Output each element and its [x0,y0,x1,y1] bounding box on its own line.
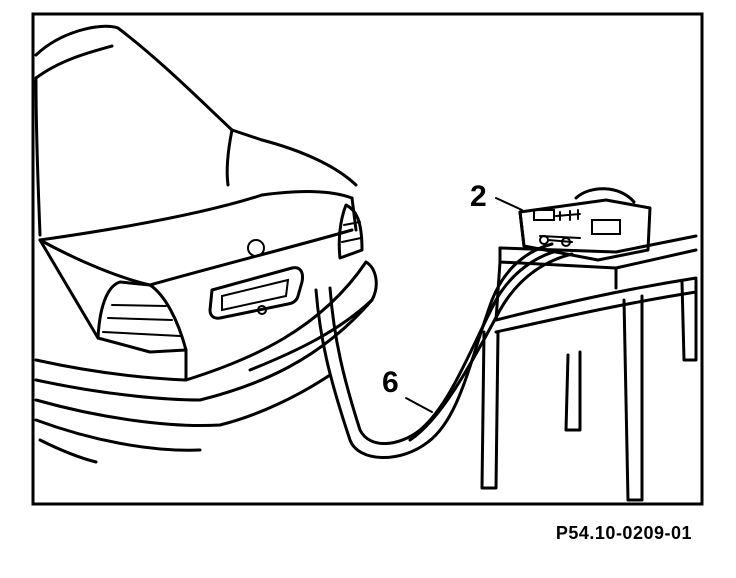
charger-callout-leader [495,197,523,211]
workbench-table [480,234,698,502]
emblem-icon [247,239,265,257]
charger-callout-label: 2 [470,180,487,213]
charging-cable [314,242,574,459]
battery-charger-icon [518,187,652,262]
cable-callout-leader [405,397,433,413]
figure-reference-code: P54.10-0209-01 [555,523,692,543]
car-rear-view [34,24,378,464]
cable-callout-label: 6 [382,366,399,399]
figure-frame [31,12,704,506]
